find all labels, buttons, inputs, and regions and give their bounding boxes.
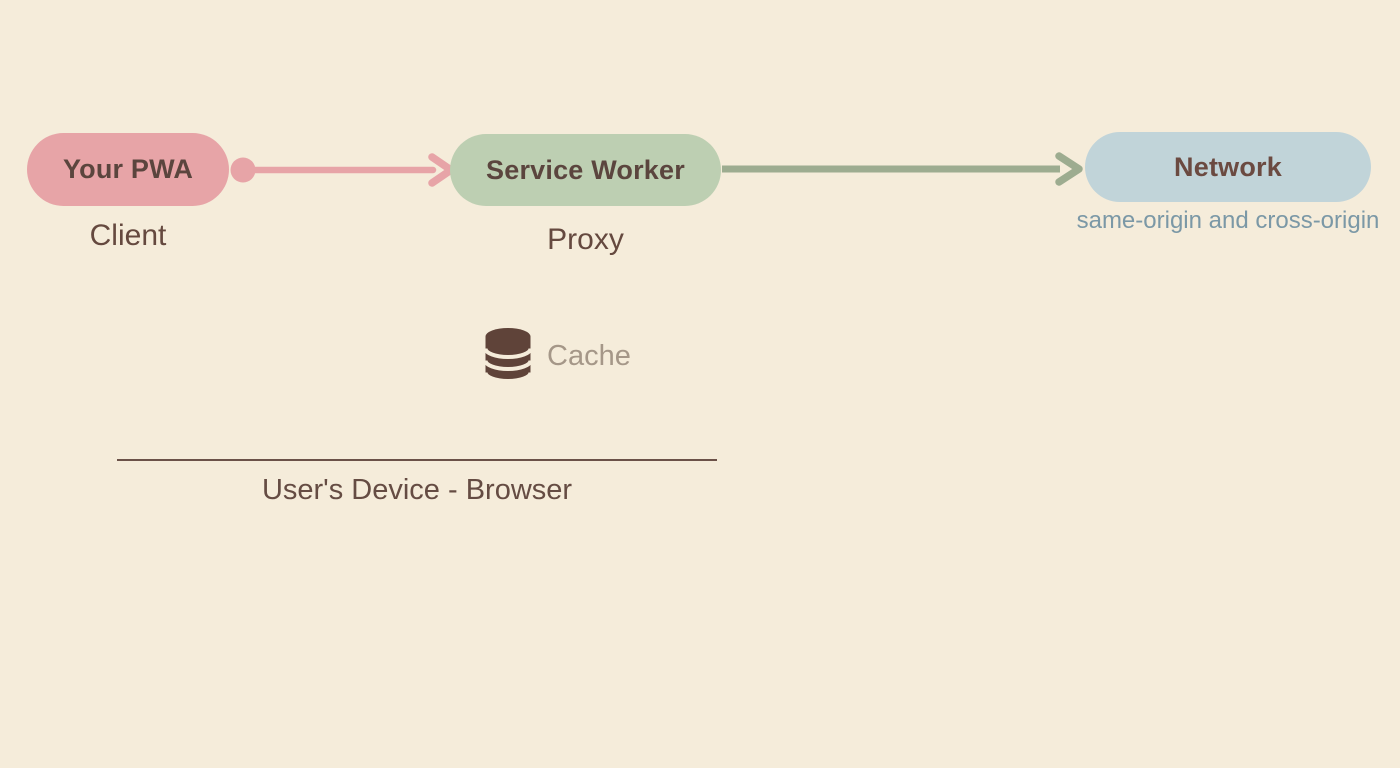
arrow-pwa-to-service-worker	[230, 153, 455, 187]
node-your-pwa-label: Your PWA	[62, 154, 194, 184]
node-service-worker-label: Service Worker	[486, 154, 685, 185]
node-network: Network	[1085, 132, 1371, 202]
arrow-start-dot	[230, 157, 256, 183]
cache-group: Cache	[484, 327, 631, 385]
arrow-service-worker-to-network	[722, 152, 1083, 186]
node-your-pwa: Your PWA	[27, 133, 229, 206]
cache-label: Cache	[547, 339, 631, 372]
caption-client: Client	[89, 219, 167, 252]
arrowhead-icon	[1055, 152, 1083, 186]
database-icon	[484, 328, 532, 383]
node-service-worker: Service Worker	[450, 134, 721, 206]
caption-network-origins: same-origin and cross-origin	[1076, 207, 1380, 234]
device-boundary-line	[117, 459, 717, 461]
caption-proxy: Proxy	[547, 223, 624, 256]
device-boundary-label: User's Device - Browser	[261, 474, 573, 506]
node-network-label: Network	[1174, 151, 1282, 182]
